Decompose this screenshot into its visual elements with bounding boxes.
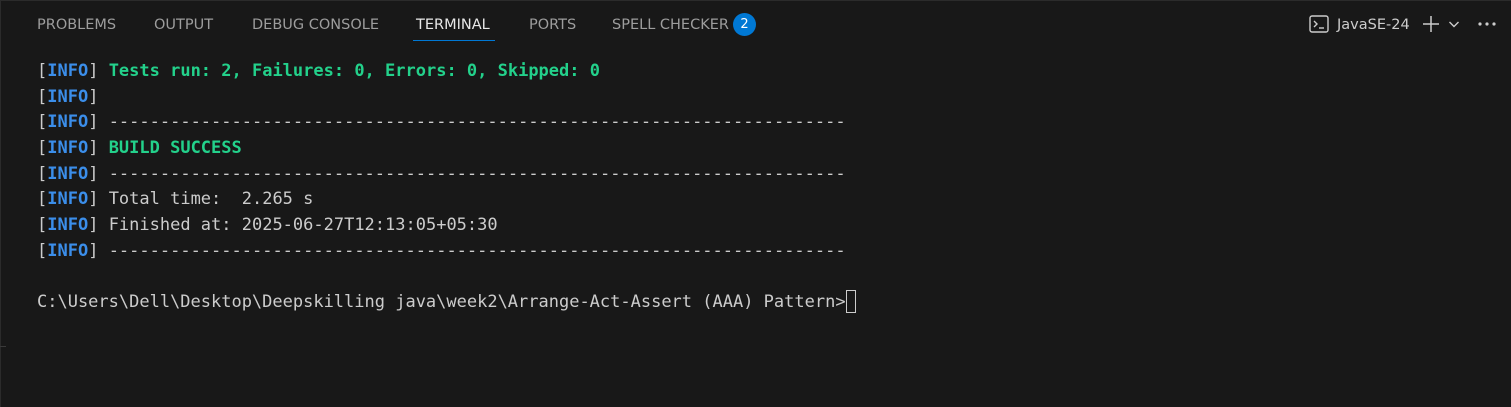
panel-tab-bar: PROBLEMS OUTPUT DEBUG CONSOLE TERMINAL P… (0, 1, 1511, 47)
info-tag: INFO (47, 138, 89, 159)
terminal-instance-name[interactable]: JavaSE-24 (1337, 17, 1410, 33)
info-tag: INFO (47, 189, 89, 210)
panel-left-border (0, 1, 1, 407)
bracket-open: [ (37, 163, 48, 184)
terminal-line-text: Finished at: 2025-06-27T12:13:05+05:30 (98, 215, 498, 236)
terminal-output[interactable]: [INFO] Tests run: 2, Failures: 0, Errors… (37, 59, 856, 316)
terminal-line-text: BUILD SUCCESS (98, 138, 242, 159)
tab-debug-console[interactable]: DEBUG CONSOLE (252, 17, 379, 33)
bracket-close: ] (88, 61, 99, 81)
bracket-open: [ (37, 86, 48, 107)
terminal-line: [INFO] (37, 85, 856, 111)
info-tag: INFO (47, 61, 89, 81)
tab-spell-checker[interactable]: SPELL CHECKER (612, 17, 729, 33)
bracket-open: [ (37, 138, 48, 159)
terminal-line-text: Total time: 2.265 s (98, 189, 314, 210)
plus-icon[interactable] (1422, 15, 1440, 33)
terminal-prompt-line[interactable]: C:\Users\Dell\Desktop\Deepskilling java\… (37, 290, 856, 316)
terminal-prompt: C:\Users\Dell\Desktop\Deepskilling java\… (37, 292, 846, 313)
terminal-line: [INFO] BUILD SUCCESS (37, 136, 856, 162)
bracket-close: ] (88, 189, 99, 210)
info-tag: INFO (47, 86, 89, 107)
ellipsis-icon[interactable] (1477, 21, 1497, 27)
bracket-close: ] (88, 215, 99, 236)
terminal-cursor (845, 290, 856, 314)
tab-ports[interactable]: PORTS (529, 17, 577, 33)
bracket-open: [ (37, 61, 48, 81)
terminal-line: [INFO] Finished at: 2025-06-27T12:13:05+… (37, 213, 856, 239)
terminal-line: [INFO] ---------------------------------… (37, 110, 856, 136)
terminal-line-text: ----------------------------------------… (98, 163, 846, 184)
terminal-line: [INFO] Total time: 2.265 s (37, 187, 856, 213)
terminal-line: [INFO] ---------------------------------… (37, 162, 856, 188)
bracket-close: ] (88, 86, 99, 107)
terminal-icon[interactable] (1309, 14, 1329, 34)
terminal-line: [INFO] Tests run: 2, Failures: 0, Errors… (37, 59, 856, 85)
terminal-line: [INFO] ---------------------------------… (37, 239, 856, 265)
terminal-line-text: ----------------------------------------… (98, 240, 846, 261)
bracket-close: ] (88, 163, 99, 184)
bracket-open: [ (37, 215, 48, 236)
bracket-close: ] (88, 138, 99, 159)
tab-terminal[interactable]: TERMINAL (416, 17, 490, 33)
panel-resize-mark (0, 346, 6, 347)
terminal-line-text: ----------------------------------------… (98, 112, 846, 133)
active-tab-indicator (413, 40, 495, 41)
bracket-open: [ (37, 112, 48, 133)
bracket-open: [ (37, 189, 48, 210)
tab-problems[interactable]: PROBLEMS (37, 17, 117, 33)
info-tag: INFO (47, 240, 89, 261)
info-tag: INFO (47, 215, 89, 236)
spell-checker-count-badge: 2 (733, 13, 756, 36)
chevron-down-icon[interactable] (1448, 18, 1460, 30)
terminal-line-text: Tests run: 2, Failures: 0, Errors: 0, Sk… (98, 61, 600, 81)
info-tag: INFO (47, 163, 89, 184)
terminal-line (37, 265, 856, 291)
bracket-open: [ (37, 240, 48, 261)
tab-output[interactable]: OUTPUT (154, 17, 214, 33)
bracket-close: ] (88, 240, 99, 261)
bracket-close: ] (88, 112, 99, 133)
info-tag: INFO (47, 112, 89, 133)
